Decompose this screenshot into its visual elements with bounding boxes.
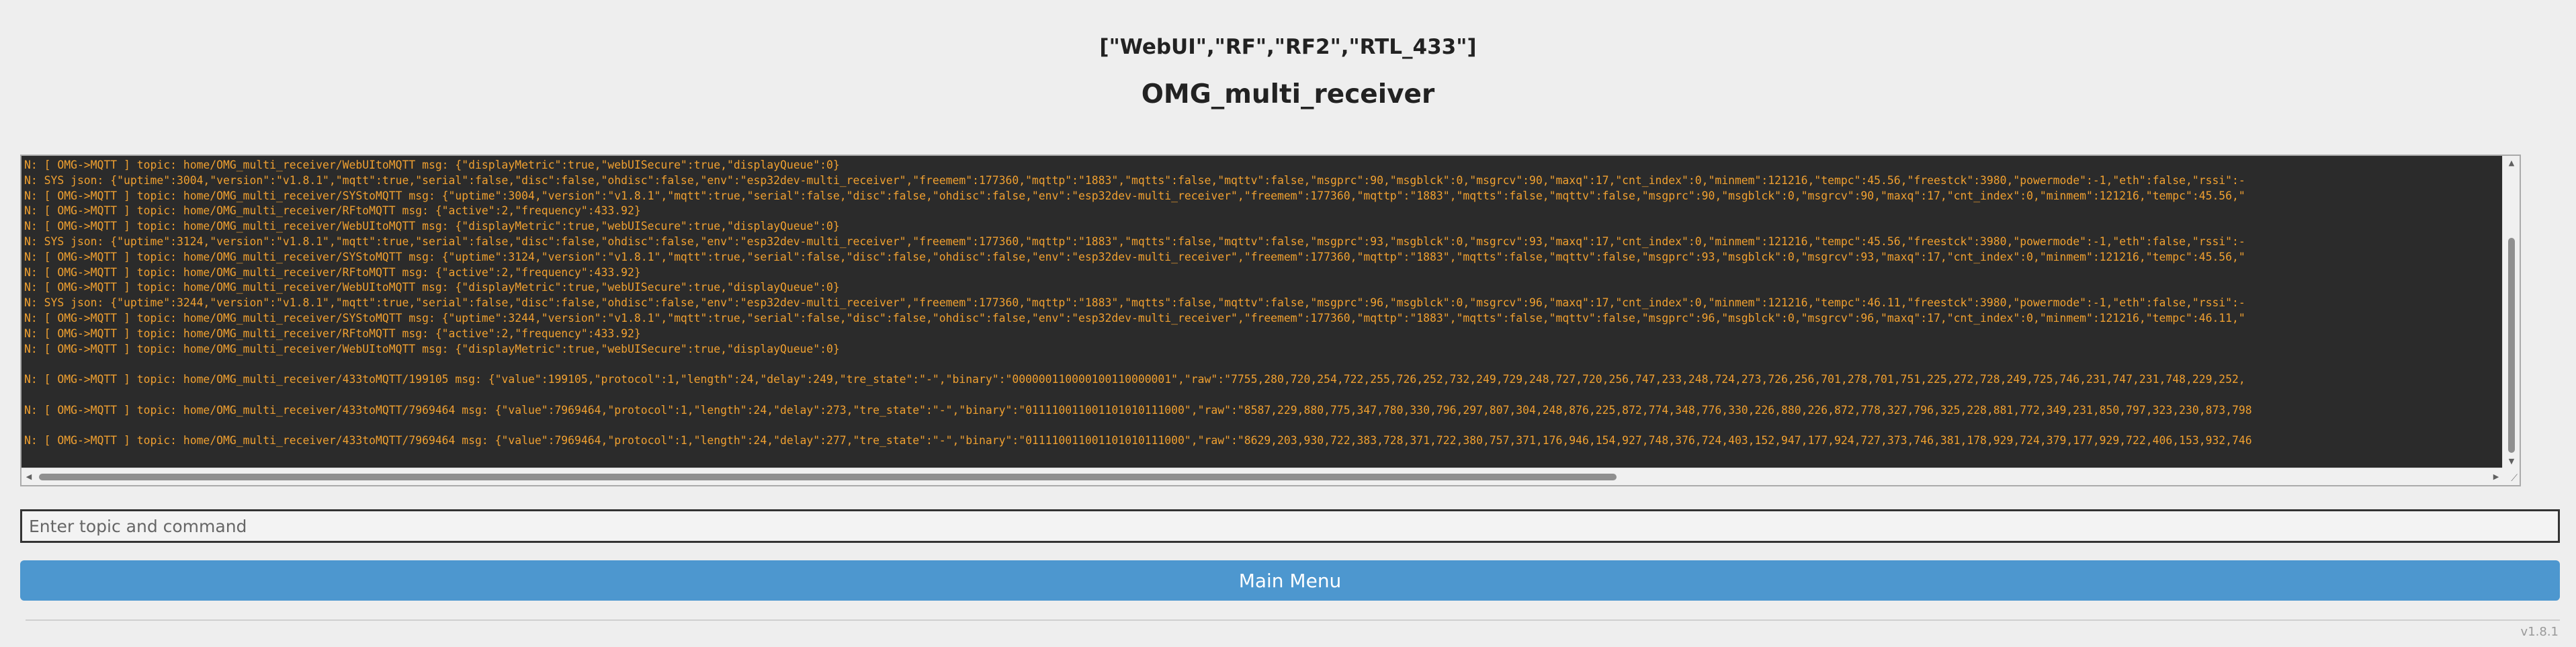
console-line: N: [ OMG->MQTT ] topic: home/OMG_multi_r… <box>24 342 840 355</box>
scroll-left-arrow-icon[interactable]: ◀ <box>26 472 32 481</box>
module-list-heading: ["WebUI","RF","RF2","RTL_433"] <box>1099 35 1477 59</box>
resize-grip-icon[interactable]: ⟋ <box>2511 473 2518 484</box>
vertical-scrollbar[interactable]: ▲ ▼ <box>2502 156 2520 469</box>
console-line: N: SYS json: {"uptime":3124,"version":"v… <box>24 234 2245 248</box>
console-line: N: [ OMG->MQTT ] topic: home/OMG_multi_r… <box>24 434 2252 447</box>
resize-handle[interactable]: ⟋ <box>2502 468 2520 485</box>
horizontal-scroll-thumb[interactable] <box>39 474 1617 480</box>
console-line: N: [ OMG->MQTT ] topic: home/OMG_multi_r… <box>24 311 2245 325</box>
console-line <box>24 419 2501 434</box>
console-line: N: [ OMG->MQTT ] topic: home/OMG_multi_r… <box>24 189 2245 202</box>
page-title: OMG_multi_receiver <box>1141 79 1435 110</box>
console-line <box>24 388 2501 403</box>
console-panel[interactable]: N: [ OMG->MQTT ] topic: home/OMG_multi_r… <box>20 155 2521 486</box>
scroll-right-arrow-icon[interactable]: ▶ <box>2493 472 2499 481</box>
console-line: N: [ OMG->MQTT ] topic: home/OMG_multi_r… <box>24 220 840 233</box>
scroll-up-arrow-icon[interactable]: ▲ <box>2508 159 2515 167</box>
console-line: N: [ OMG->MQTT ] topic: home/OMG_multi_r… <box>24 373 2245 386</box>
console-line: N: [ OMG->MQTT ] topic: home/OMG_multi_r… <box>24 281 840 294</box>
console-line: N: [ OMG->MQTT ] topic: home/OMG_multi_r… <box>24 159 840 171</box>
command-input[interactable] <box>20 509 2560 543</box>
console-line: N: [ OMG->MQTT ] topic: home/OMG_multi_r… <box>24 327 641 340</box>
console-line: N: [ OMG->MQTT ] topic: home/OMG_multi_r… <box>24 265 641 279</box>
console-line <box>24 357 2501 372</box>
main-menu-button[interactable]: Main Menu <box>20 560 2560 601</box>
console-line: N: [ OMG->MQTT ] topic: home/OMG_multi_r… <box>24 403 2252 417</box>
scroll-down-arrow-icon[interactable]: ▼ <box>2508 457 2515 466</box>
console-line: N: [ OMG->MQTT ] topic: home/OMG_multi_r… <box>24 204 641 218</box>
footer-divider <box>26 619 2560 621</box>
console-line: N: SYS json: {"uptime":3004,"version":"v… <box>24 173 2245 187</box>
horizontal-scrollbar[interactable]: ◀ ▶ <box>22 468 2503 485</box>
vertical-scroll-thumb[interactable] <box>2508 238 2515 453</box>
version-label: v1.8.1 <box>2520 625 2559 639</box>
console-log[interactable]: N: [ OMG->MQTT ] topic: home/OMG_multi_r… <box>22 156 2503 469</box>
console-line: N: [ OMG->MQTT ] topic: home/OMG_multi_r… <box>24 250 2245 263</box>
console-line: N: SYS json: {"uptime":3244,"version":"v… <box>24 296 2245 310</box>
